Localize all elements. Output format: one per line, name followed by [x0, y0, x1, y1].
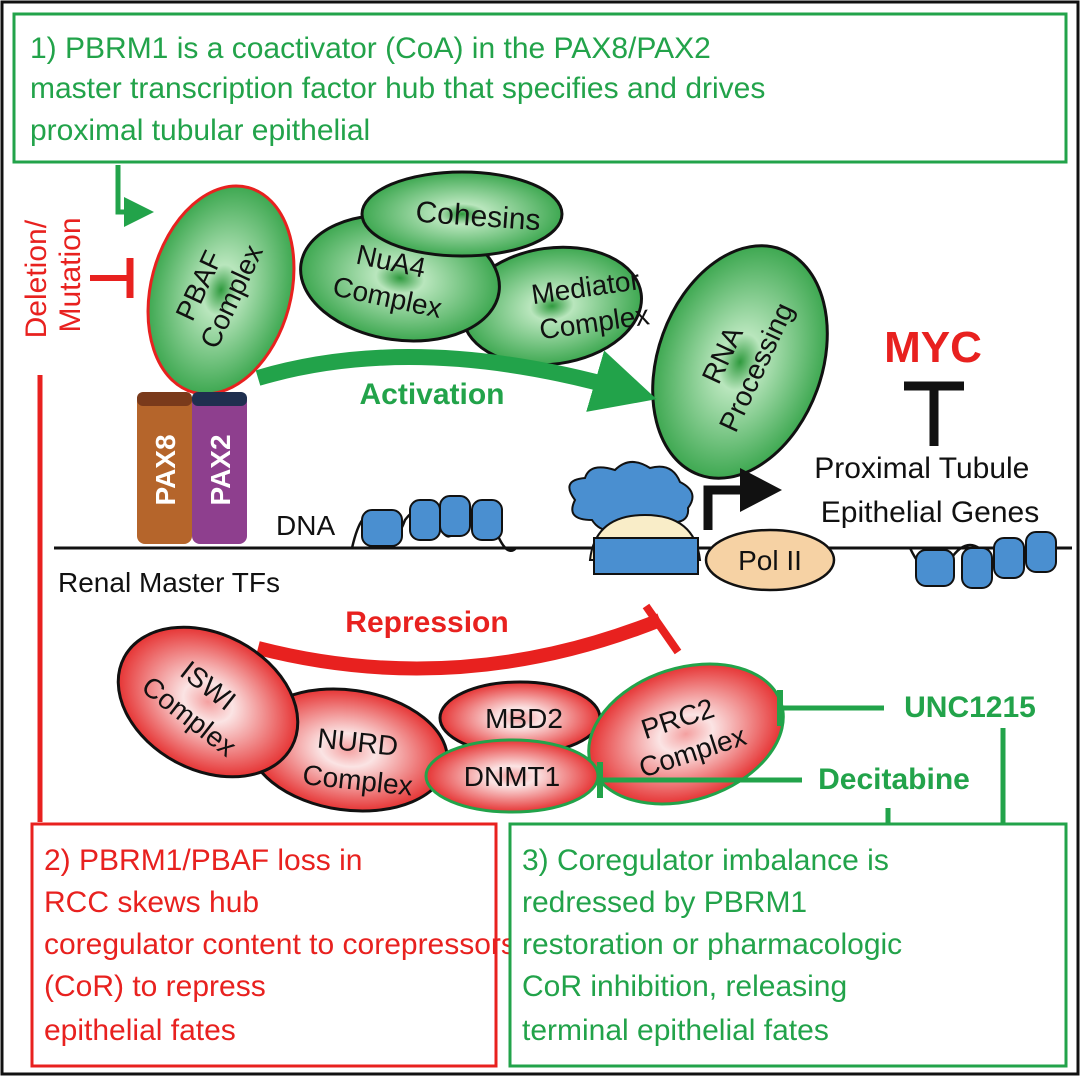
repression-bar — [642, 603, 682, 655]
decitabine-label: Decitabine — [818, 763, 970, 796]
pol2-enzyme — [704, 528, 836, 592]
tss-arrow-head — [740, 468, 782, 512]
repression-label: Repression — [345, 606, 508, 639]
box-pbrm1-loss — [30, 822, 498, 1068]
pax8-cap — [137, 392, 192, 406]
box-line: RCC skews hub — [44, 886, 259, 919]
pax2-label: PAX2 — [205, 434, 236, 505]
pax8-label: PAX8 — [150, 434, 181, 505]
promoter-nucleosome — [593, 537, 699, 575]
box-line: 3) Coregulator imbalance is — [522, 844, 889, 877]
box-line: (CoR) to repress — [44, 970, 266, 1003]
rna-processing-complex — [651, 244, 829, 480]
target-genes-label: Proximal Tubule Epithelial Genes — [814, 452, 1039, 529]
activation-arrow — [255, 349, 657, 412]
nucleosome — [915, 549, 955, 587]
box-line: 2) PBRM1/PBAF loss in — [44, 844, 362, 877]
nucleosome — [1025, 531, 1057, 573]
cohesins-complex — [360, 170, 564, 258]
nucleosome — [361, 509, 403, 547]
dnmt1-label: DNMT1 — [464, 761, 560, 792]
mbd2-label: MBD2 — [485, 703, 563, 734]
dna-label: DNA — [276, 510, 335, 541]
pax2-factor — [192, 392, 247, 544]
nucleosome — [471, 499, 503, 541]
prc2-complex — [587, 662, 785, 806]
box-line: epithelial fates — [44, 1014, 236, 1047]
pax8-factor — [137, 392, 192, 544]
nucleosome — [439, 495, 471, 537]
box-line: 1) PBRM1 is a coactivator (CoA) in the P… — [30, 32, 711, 65]
pax2-cap — [192, 392, 247, 406]
box-line: proximal tubular epithelial — [30, 114, 370, 147]
nucleosome — [961, 547, 993, 589]
box-restoration — [508, 822, 1068, 1068]
tss-arrow-stem — [703, 485, 740, 530]
activation-label: Activation — [359, 378, 504, 411]
box2-text: 2) PBRM1/PBAF loss in RCC skews hub core… — [44, 844, 524, 1047]
iswi-complex — [116, 625, 300, 779]
nucleosome-cluster-left — [350, 495, 517, 552]
box-line: terminal epithelial fates — [522, 1014, 829, 1047]
unc1215-label: UNC1215 — [904, 691, 1036, 724]
box-coactivator — [12, 12, 1068, 164]
pbaf-complex — [146, 184, 296, 396]
box-line: CoR inhibition, releasing — [522, 970, 847, 1003]
box-line: redressed by PBRM1 — [522, 886, 807, 919]
repression-arc — [256, 613, 663, 676]
nucleosome — [993, 537, 1025, 579]
box1-text: 1) PBRM1 is a coactivator (CoA) in the P… — [30, 32, 774, 147]
renal-master-tfs-label: Renal Master TFs — [58, 567, 280, 598]
nucleosome-cluster-right — [908, 531, 1057, 589]
box-line: coregulator content to corepressors — [44, 928, 516, 961]
coactivator-arrow — [115, 165, 154, 227]
nucleosome — [409, 499, 441, 541]
box-line: master transcription factor hub that spe… — [30, 72, 765, 105]
deletion-mutation-label: Deletion/ Mutation — [20, 212, 87, 339]
pol2-label: Pol II — [738, 545, 802, 576]
box3-text: 3) Coregulator imbalance is redressed by… — [522, 844, 911, 1047]
box-line: restoration or pharmacologic — [522, 928, 902, 961]
preinitiation-complex: Pol II — [568, 461, 836, 592]
myc-label: MYC — [884, 323, 982, 372]
